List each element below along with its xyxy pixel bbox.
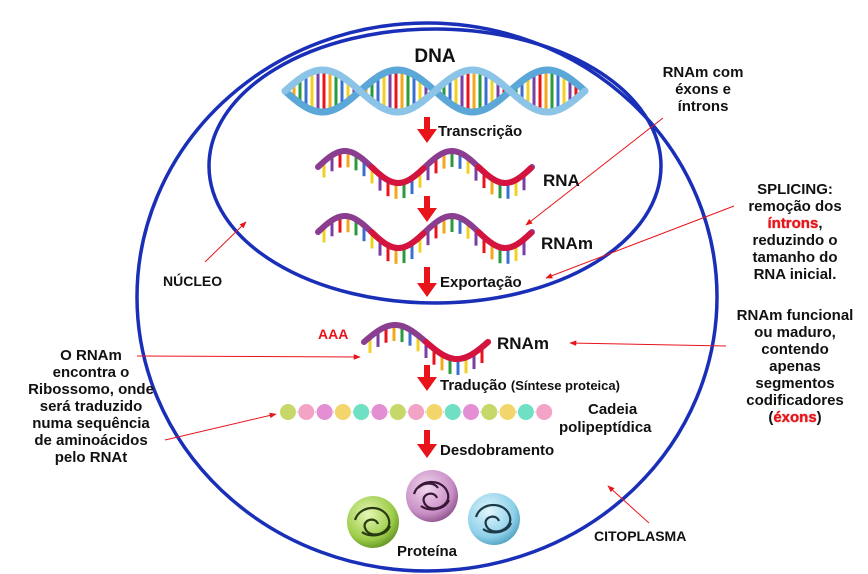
- pointer-ribosome: [136, 354, 361, 360]
- note-functional-line: apenas: [769, 358, 821, 375]
- dna-helix: [281, 66, 589, 116]
- note-splicing-line: tamanho do: [752, 249, 838, 266]
- note-ribosome-line: numa sequência: [32, 415, 150, 432]
- amino-acid: [279, 403, 297, 421]
- amino-acid: [407, 403, 426, 421]
- note-splicing-line: remoção dos: [748, 198, 842, 215]
- pointer-cytoplasm: [607, 485, 650, 524]
- protein-blue-icon: [468, 493, 520, 545]
- note-functional-line: RNAm funcional: [736, 307, 854, 324]
- unfolding-label: Desdobramento: [440, 442, 554, 459]
- amino-acid: [352, 403, 371, 421]
- aaa-label: AAA: [318, 326, 348, 342]
- amino-acid: [443, 403, 462, 421]
- protein-purple-icon: [406, 470, 458, 522]
- amino-acid: [425, 403, 444, 421]
- note-exons-introns-line: RNAm com: [662, 64, 744, 81]
- rna-strand: [315, 147, 535, 199]
- translation-label: Tradução (Síntese proteica): [440, 377, 620, 394]
- process-arrows: [417, 117, 437, 458]
- rna-backbone-segment: [368, 164, 427, 186]
- pointer-splicing: [545, 205, 735, 279]
- note-exons-introns-line: éxons e: [675, 81, 731, 98]
- rnam-strand-nucleus: [315, 212, 535, 264]
- introns-highlight: íntrons: [767, 215, 819, 232]
- rna-backbone-segment: [475, 229, 534, 251]
- amino-acid: [388, 403, 407, 421]
- note-functional-line: contendo: [761, 341, 829, 358]
- pointer-exons-introns: [525, 117, 664, 226]
- note-functional-exons-line: (éxons): [722, 409, 868, 426]
- protein-green-icon: [347, 496, 399, 548]
- pointer-amino-acids: [164, 412, 277, 441]
- dna-label: DNA: [414, 46, 455, 67]
- rnam-label-cytoplasm: RNAm: [497, 334, 549, 353]
- note-splicing-line: reduzindo o: [752, 232, 838, 249]
- rna-label: RNA: [543, 171, 580, 190]
- exons-highlight: éxons: [773, 409, 817, 426]
- polypeptide-chain: [279, 403, 554, 421]
- paren-close: ): [816, 409, 822, 426]
- note-exons-introns-line: íntrons: [677, 98, 729, 115]
- amino-acid: [498, 403, 517, 421]
- pointer-nucleus: [204, 221, 247, 263]
- amino-acid: [516, 403, 535, 421]
- amino-acid: [535, 403, 554, 421]
- note-functional-rnam: RNAm funcional ou maduro, contendo apena…: [722, 307, 868, 426]
- nucleus-label: NÚCLEO: [163, 272, 222, 289]
- paren-open: (: [768, 409, 774, 426]
- note-splicing-title: SPLICING:: [757, 181, 833, 198]
- rna-backbone-segment: [368, 229, 427, 251]
- note-ribosome-line: de aminoácidos: [34, 432, 148, 449]
- note-ribosome-line: Ribossomo, onde: [28, 381, 154, 398]
- note-splicing-introns-line: íntrons,: [728, 215, 862, 232]
- pointer-functional: [569, 340, 727, 347]
- note-functional-line: segmentos: [755, 375, 835, 392]
- rna-backbone-segment: [475, 164, 534, 186]
- transcription-label: Transcrição: [438, 123, 522, 140]
- rnam-strand-cytoplasm: [361, 322, 491, 375]
- note-splicing-line: RNA inicial.: [753, 266, 837, 283]
- note-splicing: SPLICING: remoção dos íntrons, reduzindo…: [728, 181, 862, 283]
- note-exons-introns: RNAm com éxons e íntrons: [643, 64, 763, 115]
- rnam-label-nucleus: RNAm: [541, 234, 593, 253]
- nucleus-membrane: [207, 27, 663, 305]
- note-ribosome-line: pelo RNAt: [54, 449, 128, 466]
- cell-membrane: [135, 21, 719, 573]
- note-ribosome: O RNAm encontra o Ribossomo, onde será t…: [8, 347, 174, 466]
- cytoplasm-label: CITOPLASMA: [594, 528, 686, 544]
- note-splicing-comma: ,: [818, 215, 823, 232]
- note-ribosome-line: será traduzido: [39, 398, 143, 415]
- amino-acid: [297, 403, 316, 421]
- exportation-label: Exportação: [440, 274, 522, 291]
- rna-backbone-segment: [423, 339, 491, 362]
- note-functional-line: codificadores: [746, 392, 844, 409]
- note-ribosome-line: O RNAm: [60, 347, 122, 364]
- amino-acid: [480, 403, 499, 421]
- polypeptide-label-line1: Cadeia: [588, 401, 638, 418]
- pointer-lines: [136, 117, 735, 524]
- amino-acid: [333, 403, 352, 421]
- protein-label: Proteína: [397, 543, 458, 560]
- amino-acid: [462, 403, 480, 421]
- amino-acid: [315, 403, 334, 421]
- dna-strand: [281, 66, 589, 116]
- polypeptide-label-line2: polipeptídica: [559, 419, 652, 436]
- amino-acid: [370, 403, 389, 421]
- note-ribosome-line: encontra o: [52, 364, 130, 381]
- note-functional-line: ou maduro,: [754, 324, 836, 341]
